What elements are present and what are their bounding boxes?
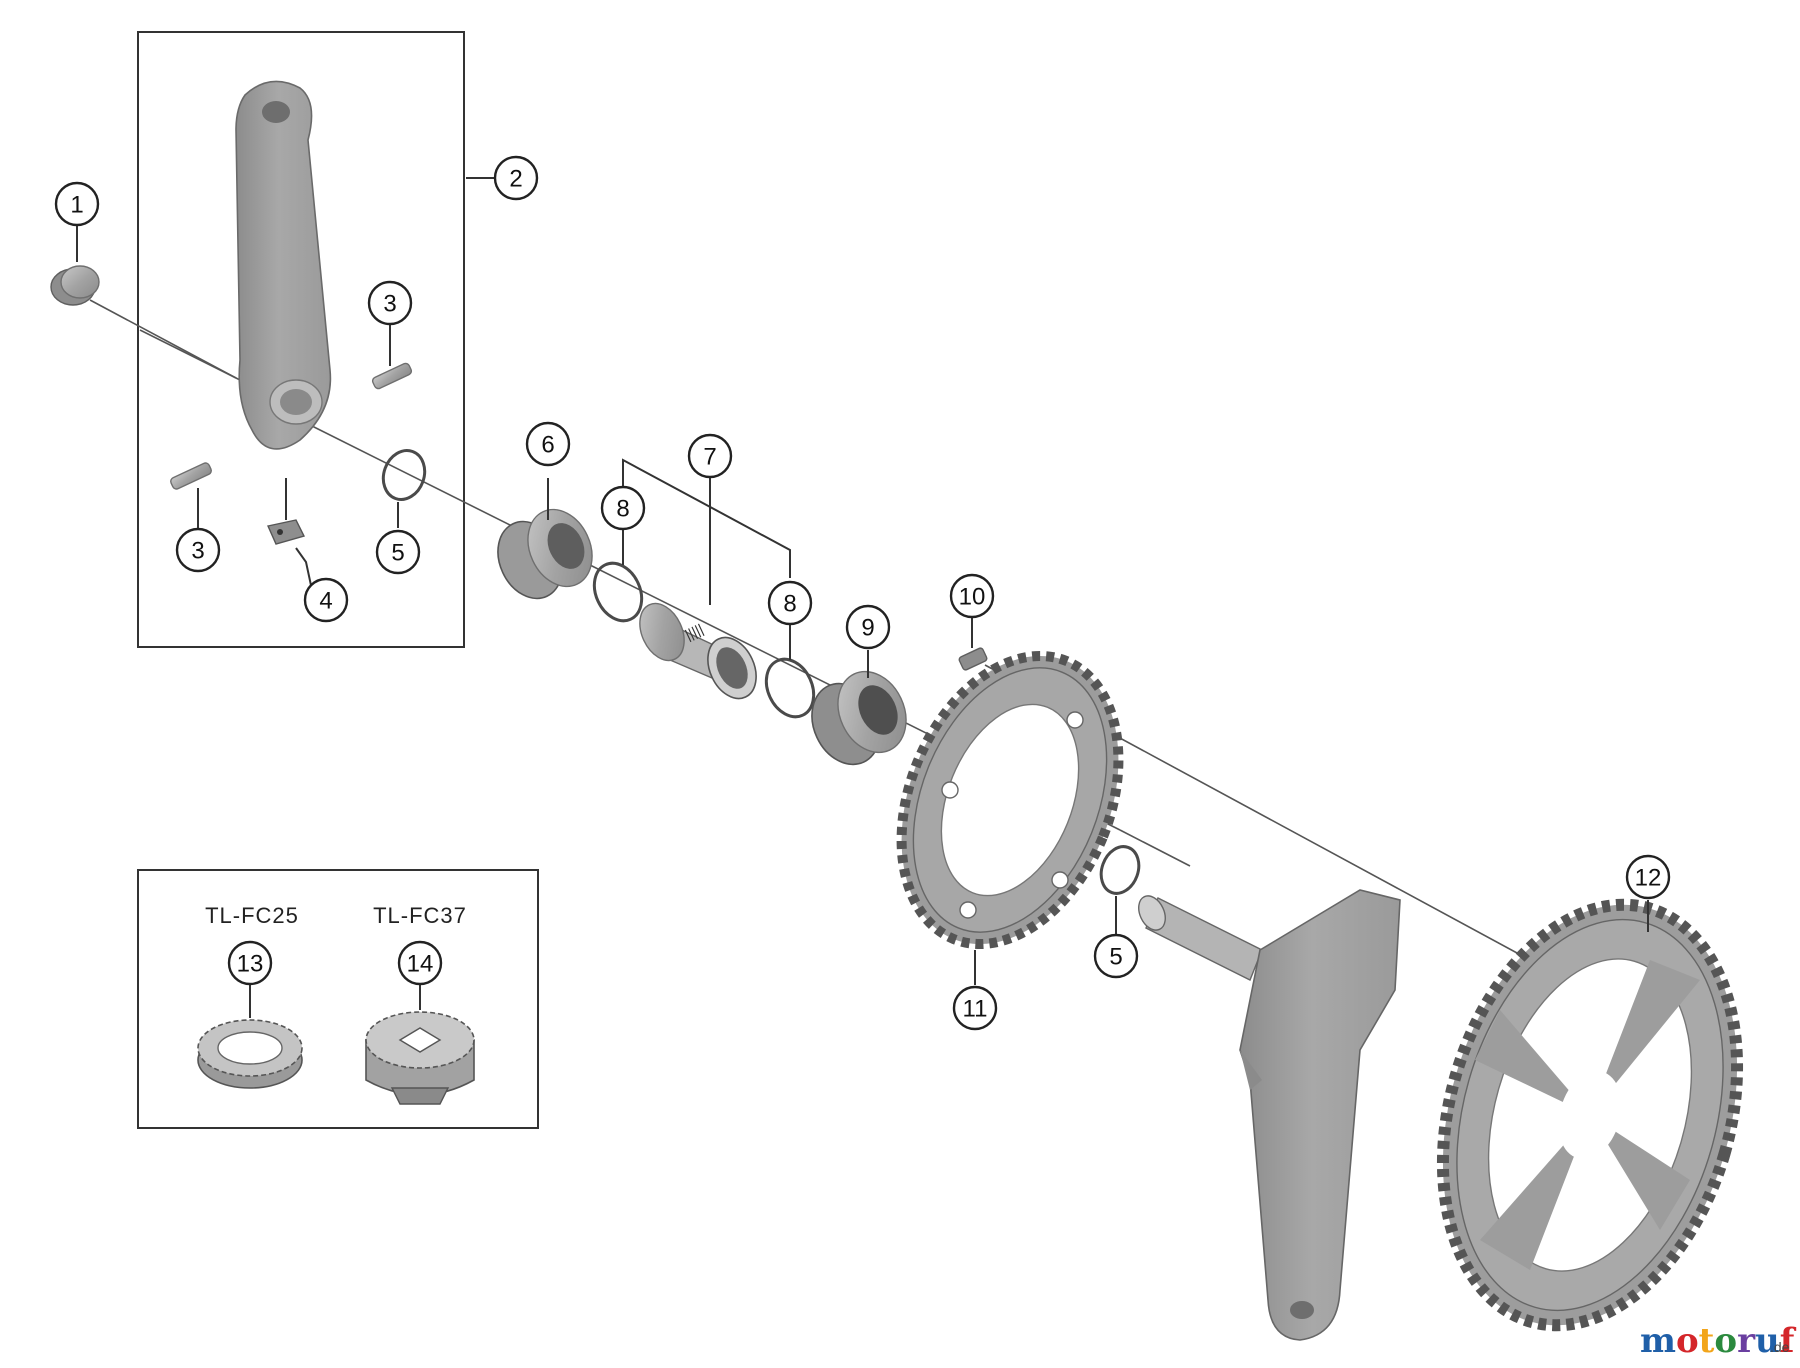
svg-text:12: 12 <box>1635 865 1662 892</box>
callout-12: 12 <box>1625 854 1671 900</box>
callout-3-lower: 3 <box>175 527 221 573</box>
callout-4: 4 <box>303 577 349 623</box>
bb-cup-left-part <box>497 508 593 600</box>
spacer-ring-left-part <box>592 561 644 623</box>
callout-5-left: 5 <box>375 529 421 575</box>
small-chainring-part <box>896 650 1124 950</box>
safety-plate-part <box>267 519 306 545</box>
tool-label-tl-fc25: TL-FC25 <box>205 903 299 928</box>
crank-cap-part <box>50 265 100 306</box>
tool-label-tl-fc37: TL-FC37 <box>373 903 467 928</box>
callout-14: 14 <box>397 940 443 986</box>
bb-cup-right-part <box>811 670 907 766</box>
svg-text:9: 9 <box>861 615 874 642</box>
callout-2: 2 <box>493 155 539 201</box>
svg-text:10: 10 <box>959 584 986 611</box>
tool-tl-fc25-part <box>197 1019 303 1089</box>
svg-text:2: 2 <box>509 166 522 193</box>
svg-text:motoruf: motoruf <box>1640 1321 1797 1361</box>
right-crank-arm-part <box>1138 889 1401 1341</box>
chainring-bolt-part <box>958 647 988 671</box>
callout-9: 9 <box>845 604 891 650</box>
callout-13: 13 <box>227 940 273 986</box>
callout-6: 6 <box>525 421 571 467</box>
motoruf-watermark-logo: motoruf .de <box>1640 1321 1797 1361</box>
callout-3-upper: 3 <box>367 280 413 326</box>
svg-text:8: 8 <box>616 496 629 523</box>
watermark-suffix: .de <box>1770 1339 1790 1355</box>
svg-text:8: 8 <box>783 591 796 618</box>
left-crank-arm-part <box>235 80 332 450</box>
svg-text:1: 1 <box>70 192 83 219</box>
svg-text:14: 14 <box>407 951 434 978</box>
callout-8-right: 8 <box>767 580 813 626</box>
svg-text:5: 5 <box>391 540 404 567</box>
left-crank-box <box>137 31 465 648</box>
svg-text:7: 7 <box>703 444 716 471</box>
svg-text:5: 5 <box>1109 944 1122 971</box>
pinch-bolt-lower-part <box>170 462 212 490</box>
callout-10: 10 <box>949 573 995 619</box>
callout-8-left: 8 <box>600 485 646 531</box>
callout-7: 7 <box>687 433 733 479</box>
callout-1: 1 <box>54 181 100 227</box>
tools-box <box>137 869 539 1129</box>
spacer-ring-right-part <box>764 657 816 719</box>
svg-text:4: 4 <box>319 588 332 615</box>
large-chainring-part <box>1436 898 1744 1332</box>
svg-text:11: 11 <box>963 996 988 1023</box>
pinch-bolt-upper-part <box>371 362 413 390</box>
svg-text:13: 13 <box>237 951 264 978</box>
svg-text:|||||: ||||| <box>683 621 706 643</box>
tool-tl-fc37-part <box>365 1011 475 1105</box>
svg-text:3: 3 <box>191 538 204 565</box>
leader-lines <box>76 177 1649 1018</box>
callout-5-right: 5 <box>1093 933 1139 979</box>
svg-text:3: 3 <box>383 291 396 318</box>
svg-text:6: 6 <box>541 432 554 459</box>
o-ring-right-part <box>1099 845 1141 895</box>
callout-11: 11 <box>952 985 998 1031</box>
inner-cover-part: ||||| <box>639 602 757 700</box>
o-ring-left-part <box>381 449 427 501</box>
